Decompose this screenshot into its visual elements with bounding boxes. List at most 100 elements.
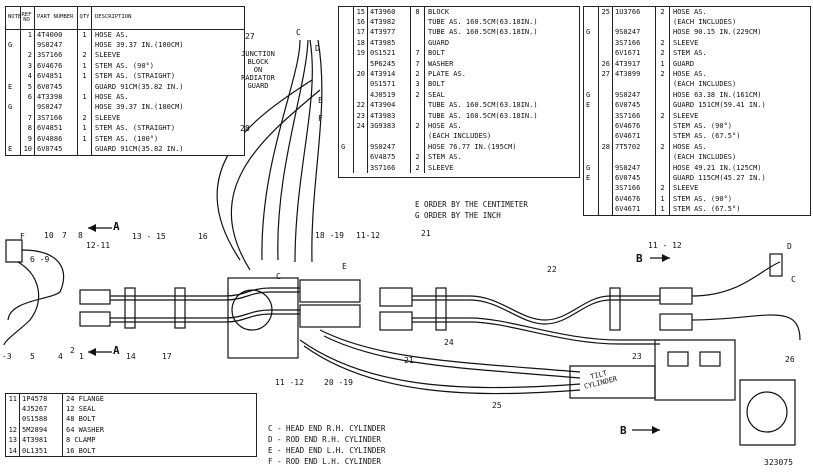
arrowhead-a-bottom <box>88 348 96 356</box>
cell-part: 4T3977 <box>368 27 411 39</box>
cell-note <box>6 92 21 103</box>
cell-desc: STEM AS. (67.5°) <box>673 205 741 214</box>
cell-desc: STEM AS. (STRAIGHT) <box>95 124 176 133</box>
cell-qty <box>656 121 670 132</box>
cell-ref <box>354 152 368 163</box>
cell-desc: BOLT <box>428 49 445 58</box>
cell-qty <box>656 100 670 111</box>
cyl-label-e-center: E <box>342 262 347 271</box>
cell-desc: BOLT <box>428 80 445 89</box>
right-hose-lower <box>691 314 801 341</box>
cell-part: 4T3398 <box>35 92 78 103</box>
cell-part: 6V0745 <box>35 144 78 155</box>
cell-qty <box>78 40 92 51</box>
cell-desc: HOSE AS. <box>673 142 707 151</box>
cell-qty <box>78 81 92 93</box>
right-boss-bracket <box>739 379 796 446</box>
cell-qty <box>656 162 670 174</box>
cell-qty <box>656 27 670 39</box>
cell-note <box>584 152 599 163</box>
cell-ref: 5 <box>21 81 35 93</box>
table-row: (EACH INCLUDES) <box>584 17 810 28</box>
cell-part: 4T3899 <box>613 69 656 80</box>
cell-part: 6V0745 <box>613 100 656 111</box>
cell-ref: 2 <box>21 50 35 62</box>
center-block-lower <box>299 304 361 328</box>
callout-14: 14 <box>126 352 136 361</box>
tube-17 <box>110 309 300 319</box>
cell-part: 0S1571 <box>368 79 411 91</box>
cell-part: 6V4851 <box>35 71 78 82</box>
cell-qty: 2 <box>656 38 670 49</box>
cell-desc: STEM AS. <box>428 153 462 162</box>
tilt-block-inner-2 <box>699 351 721 367</box>
callout-20-19: 20 -19 <box>324 378 353 387</box>
cell-desc: 48 BOLT <box>66 415 96 424</box>
cell-desc: HOSE 76.77 IN.(195CM) <box>428 142 517 151</box>
cell-desc: (EACH INCLUDES) <box>428 132 492 141</box>
cell-desc: (EACH INCLUDES) <box>673 80 737 89</box>
cell-ref: 10 <box>21 144 35 155</box>
cell-part: 9S0247 <box>368 142 411 153</box>
junction-line-2: BLOCK <box>247 58 269 67</box>
cell-part: 3S7166 <box>368 162 411 174</box>
cell-ref <box>6 404 20 415</box>
cell-part: 9S0247 <box>613 90 656 101</box>
cell-note: G <box>6 40 21 51</box>
cell-desc: SLEEVE <box>428 163 454 172</box>
callout-13-15: 13 - 15 <box>132 232 166 241</box>
cell-ref <box>599 110 613 122</box>
cell-part: 3S7166 <box>613 110 656 122</box>
cell-qty: 2 <box>411 152 425 163</box>
tube-16b <box>110 291 300 301</box>
cell-part: 4J5267 <box>20 404 63 415</box>
cell-note <box>339 48 354 59</box>
cell-part: 6V4886 <box>35 133 78 145</box>
cell-ref: 9 <box>21 133 35 145</box>
clamp-14 <box>174 287 186 329</box>
cell-desc: STEM AS. (67.5°) <box>673 132 741 141</box>
clamp-right-1 <box>435 287 447 331</box>
cell-note <box>6 61 21 72</box>
callout-3: -3 <box>2 352 12 361</box>
cell-qty: 2 <box>411 90 425 101</box>
cell-part: 3G9383 <box>368 121 411 132</box>
left-flange-upper <box>79 289 111 305</box>
cell-ref <box>21 102 35 114</box>
section-label-a-top: A <box>113 220 120 233</box>
cell-desc: WASHER <box>428 59 454 68</box>
cell-part: 4T3917 <box>613 58 656 70</box>
callout-f-top: F <box>318 114 323 123</box>
cyl-label-f-left: F <box>20 232 25 241</box>
junction-line-1: JUNCTION <box>241 50 275 58</box>
cell-part: 6V4676 <box>613 194 656 205</box>
cell-desc: HOSE 49.21 IN.(125CM) <box>673 163 762 172</box>
cell-ref: 22 <box>354 100 368 111</box>
cell-qty: 1 <box>656 204 670 215</box>
cell-note <box>584 69 599 80</box>
cell-qty: 2 <box>656 142 670 153</box>
cell-ref <box>354 90 368 101</box>
right-flange-lower <box>659 313 693 331</box>
cell-ref: 19 <box>354 48 368 59</box>
clamp-13 <box>124 287 136 329</box>
cell-note <box>584 7 599 18</box>
cell-part: 9S0247 <box>35 40 78 51</box>
cell-ref <box>599 17 613 28</box>
callout-26: 26 <box>785 355 795 364</box>
cell-part <box>613 152 656 163</box>
callout-10: 10 <box>44 231 54 240</box>
